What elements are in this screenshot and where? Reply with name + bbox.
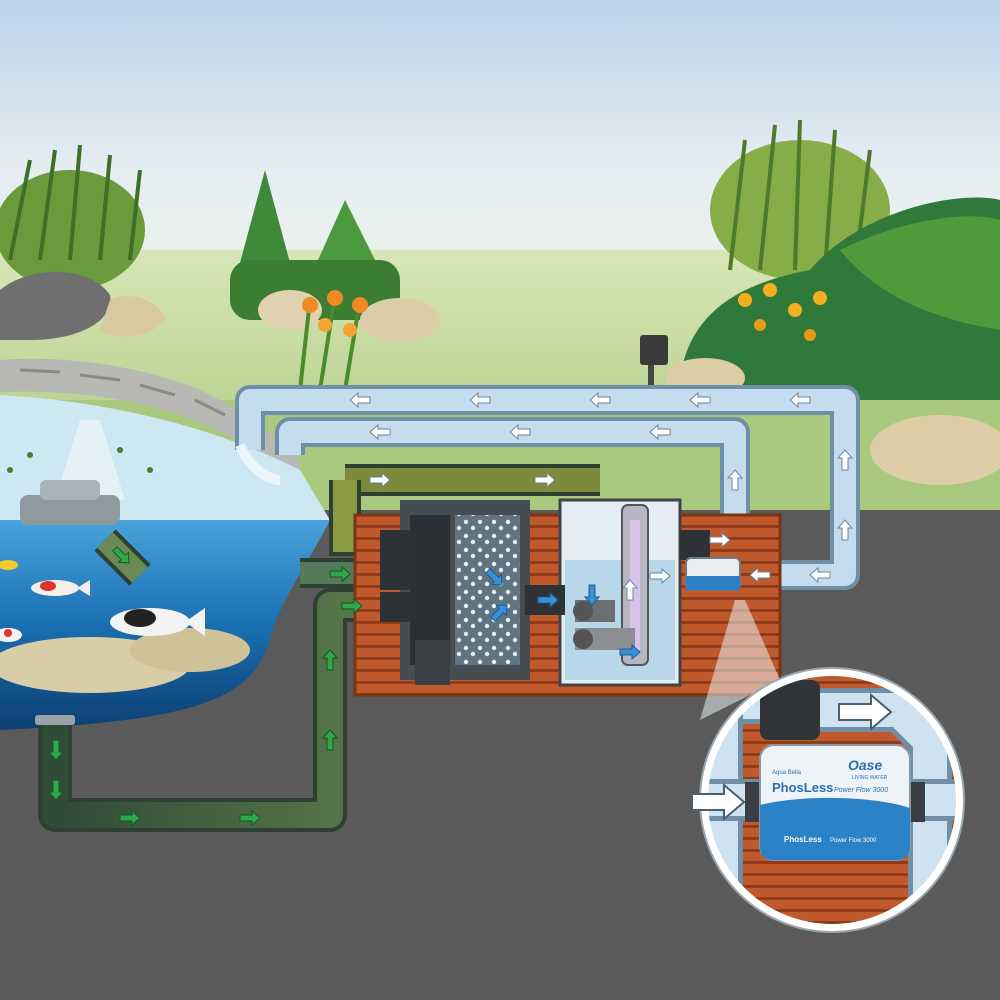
arrow-icon [537,591,559,609]
arrow-icon [809,566,831,584]
arrow-icon [836,519,854,541]
arrow-icon [838,692,893,732]
phosless-device-large: Oase LIVING WATER Aqua Bella PhosLess Po… [759,744,911,861]
arrow-icon [689,391,711,409]
fish-icon-4 [0,560,18,570]
arrow-icon [119,809,141,827]
device-product: PhosLess [772,780,833,795]
fish-icon-2 [31,580,90,596]
orange-flowers [298,290,368,391]
arrow-icon [485,568,503,586]
device-brand: Oase [848,757,882,773]
arrow-icon [321,649,339,671]
arrow-icon [621,579,639,601]
arrow-icon [112,546,130,564]
yellow-flowers [738,283,827,341]
device-bottom-product: PhosLess [784,835,822,844]
device-top-line: Aqua Bella [772,770,802,776]
garden-light-icon [640,335,668,395]
device-model: Power Flow 3000 [834,787,888,794]
arrow-icon [369,423,391,441]
arrow-icon [349,391,371,409]
fish-icon-1 [110,608,205,636]
arrow-icon [321,729,339,751]
filter-chamber [558,498,682,687]
fountain-icon [7,420,153,525]
left-grass-bush [0,144,145,290]
arrow-icon [47,779,65,801]
arrow-icon [726,469,744,491]
arrow-icon [47,739,65,761]
pond-stone-edge [0,358,300,480]
flow-arrows [47,391,893,827]
arrow-icon [589,391,611,409]
left-rock [0,271,165,340]
arrow-icon [509,423,531,441]
arrow-icon [709,531,731,549]
arrow-icon [490,604,508,622]
device-bottom-model: Power Flow 3000 [830,838,877,844]
arrow-icon [369,471,391,489]
arrow-icon [329,565,351,583]
device-brand-sub: LIVING WATER [852,775,888,781]
fish-icon-3 [0,628,22,642]
pressure-filter [400,500,530,685]
arrow-icon [749,566,771,584]
arrow-icon [469,391,491,409]
water-outflow [235,442,281,485]
bottom-drain [35,715,75,725]
arrow-icon [691,782,746,822]
arrow-icon [583,584,601,606]
arrow-icon [789,391,811,409]
arrow-icon [619,643,641,661]
arrow-icon [239,809,261,827]
right-hedge [680,197,1000,400]
arrow-icon [534,471,556,489]
arrow-icon [649,567,671,585]
arrow-icon [836,449,854,471]
phosless-unit [685,557,741,591]
arrow-icon [649,423,671,441]
arrow-icon [341,597,363,615]
pump [573,600,635,650]
